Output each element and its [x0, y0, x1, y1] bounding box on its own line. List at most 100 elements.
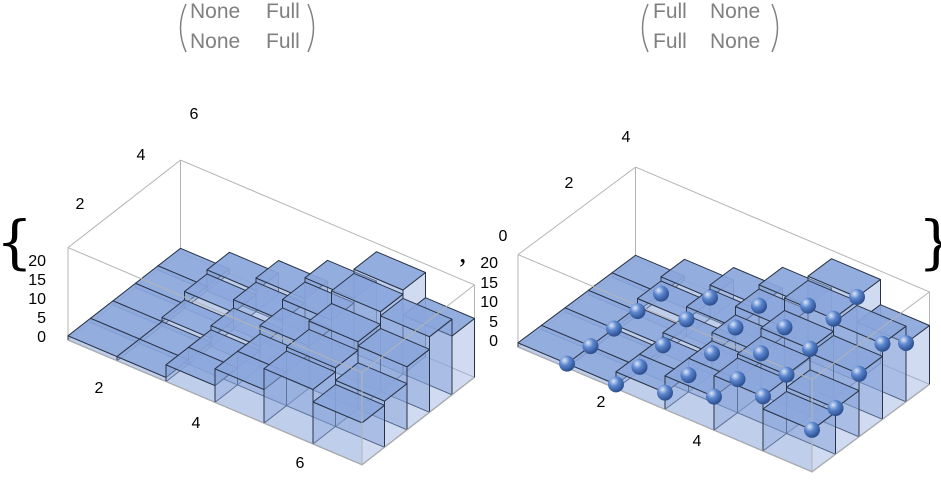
bar-top-face [737, 335, 811, 376]
y-tick-label: 4 [137, 147, 146, 164]
box-edge [635, 166, 930, 293]
y-tick-label: 4 [622, 129, 631, 146]
sphere-marker [559, 355, 575, 372]
bar-top-face [760, 310, 834, 350]
bar-top-face [807, 258, 881, 298]
sphere-marker [776, 319, 793, 336]
z-tick-label: 15 [480, 275, 498, 292]
x-tick-label: 2 [95, 380, 104, 397]
z-tick-label: 15 [28, 272, 46, 289]
sphere-marker [753, 345, 769, 362]
sphere-marker [804, 421, 820, 438]
matrix-cell: Full [653, 30, 687, 53]
y-tick-label: 2 [76, 196, 85, 213]
sphere-marker [727, 319, 744, 336]
chart-2-bars [517, 254, 930, 473]
matrix-cell: Full [266, 30, 300, 53]
matrix-cell: None [190, 0, 240, 23]
sphere-marker [827, 400, 844, 417]
sphere-marker [802, 340, 818, 357]
y-tick-label: 2 [565, 175, 574, 192]
z-tick-label: 10 [28, 291, 46, 308]
box-edge [361, 284, 475, 373]
sphere-marker [729, 371, 746, 388]
box-edge [67, 339, 363, 466]
matrix-cell: Full [266, 0, 300, 23]
sphere-marker [653, 285, 669, 302]
x-tick-label: 6 [296, 455, 305, 472]
z-tick-label: 0 [37, 329, 46, 346]
sphere-marker [608, 376, 624, 393]
chart-1-title-matrix: None Full None Full [179, 0, 315, 53]
sphere-marker [702, 289, 718, 306]
sphere-marker [874, 335, 891, 352]
bar-top-face [380, 297, 453, 338]
chart-1-bars [67, 247, 475, 466]
z-tick-label: 10 [480, 294, 498, 311]
sphere-marker [706, 388, 722, 405]
sphere-marker [851, 365, 867, 382]
box-edge [811, 383, 930, 473]
box-edge [811, 291, 930, 380]
sphere-marker [606, 320, 622, 337]
matrix-right-paren [771, 3, 779, 53]
matrix-cell: None [710, 30, 760, 53]
sphere-marker [631, 358, 648, 375]
z-tick-label: 5 [489, 314, 498, 331]
sphere-marker [825, 310, 842, 327]
sphere-marker [678, 311, 695, 328]
box-edge [67, 159, 181, 248]
bar-top-face [809, 335, 883, 375]
bar-top-face [312, 384, 385, 424]
bar-top-face [263, 350, 336, 390]
matrix-left-paren [641, 3, 649, 53]
chart-1: None Full None Full 2 4 6 2 4 6 0 5 10 1… [28, 0, 475, 472]
matrix-cell: None [190, 30, 240, 53]
chart-2-ticks: 2 4 0 2 4 0 5 10 15 20 [480, 129, 701, 450]
x-tick-label: 2 [597, 394, 606, 411]
box-edge [180, 159, 475, 286]
sphere-marker [629, 303, 646, 320]
sphere-marker [849, 289, 865, 305]
matrix-cell: Full [653, 0, 687, 23]
z-tick-label: 20 [480, 255, 498, 272]
box-edge [361, 376, 475, 466]
bar-top-face [308, 303, 381, 343]
z-tick-label: 20 [28, 253, 46, 270]
list-close-brace: } [918, 208, 941, 276]
sphere-marker [704, 345, 720, 362]
box-edge [67, 247, 363, 373]
matrix-left-paren [179, 3, 187, 53]
chart-2: Full None Full None 2 4 0 2 4 0 5 10 15 … [480, 0, 930, 473]
matrix-cell: None [710, 0, 760, 23]
bar-top-face [833, 304, 907, 345]
bar-top-face [286, 328, 359, 369]
bar-top-face [353, 251, 426, 291]
y-tick-label: 6 [190, 106, 199, 123]
sphere-marker [751, 297, 767, 314]
z-tick-label: 0 [489, 333, 498, 350]
chart-2-title-matrix: Full None Full None [641, 0, 779, 53]
sphere-marker [898, 335, 914, 351]
sphere-marker [778, 366, 795, 383]
sphere-marker [680, 367, 697, 384]
bar [762, 391, 836, 473]
chart-2-bounding-box-front [517, 254, 930, 473]
sphere-marker [657, 384, 673, 401]
box-edge [517, 166, 636, 256]
matrix-right-paren [307, 3, 315, 53]
z-tick-label: 5 [37, 310, 46, 327]
y-tick-label: 0 [499, 228, 508, 245]
sphere-marker [582, 338, 599, 355]
chart-1-bounding-box-front [67, 247, 475, 466]
sphere-marker [755, 388, 771, 405]
list-separator: , [459, 236, 467, 269]
sphere-marker [800, 297, 816, 314]
bar-top-face [335, 362, 408, 402]
chart-1-ticks: 2 4 6 2 4 6 0 5 10 15 20 [28, 106, 304, 472]
x-tick-label: 4 [192, 415, 201, 432]
bar-top-face [331, 272, 404, 313]
x-tick-label: 4 [693, 433, 702, 450]
list-open-brace: { [0, 208, 33, 276]
